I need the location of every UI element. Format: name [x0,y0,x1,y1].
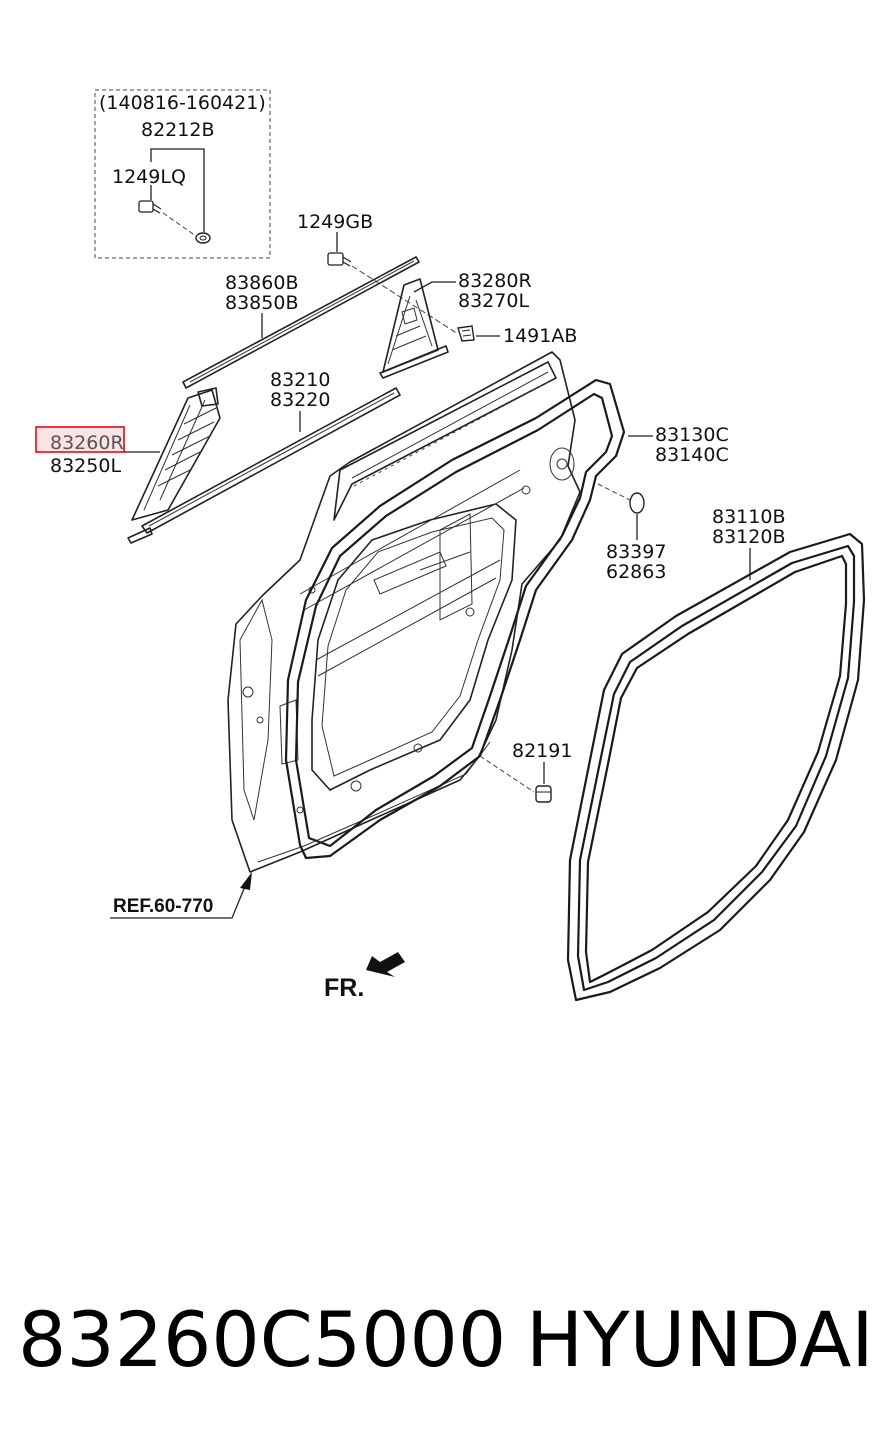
part-83280R-garnish [379,278,449,379]
clip-1491AB [457,325,475,342]
front-direction-indicator: FR. [324,952,405,1002]
bumper-82191 [535,785,552,803]
label-82191: 82191 [512,740,572,762]
parts-diagram: (140816-160421) 82212B 1249LQ 1249GB 838… [35,89,866,1002]
label-83110B: 83110B [712,506,785,528]
label-date-range: (140816-160421) [99,92,266,114]
clip-82212B [195,232,211,244]
screw-1249GB [327,252,352,267]
date-range-inset: (140816-160421) 82212B 1249LQ [94,89,271,259]
label-83210: 83210 [270,369,330,391]
caption-part-number: 83260C5000 [18,1295,507,1384]
part-83860B-moulding [182,256,420,389]
caption-brand: HYUNDAI [526,1295,874,1384]
caption: 83260C5000 HYUNDAI [0,1290,886,1400]
label-83130C: 83130C [655,424,729,446]
label-1249GB: 1249GB [297,211,373,233]
label-83260R: 83260R [50,432,124,454]
part-83210-moulding [127,387,401,544]
label-83220: 83220 [270,389,330,411]
label-83120B: 83120B [712,526,785,548]
label-fr: FR. [324,974,364,1002]
label-82212B: 82212B [141,119,214,141]
plug-83397 [629,492,645,514]
ref-callout: REF.60-770 [110,872,252,919]
label-ref: REF.60-770 [113,896,213,917]
label-62863: 62863 [606,561,666,583]
label-83250L: 83250L [50,455,121,477]
label-83850B: 83850B [225,292,298,314]
front-arrow-icon [366,952,405,977]
door-panel [227,351,581,873]
label-83140C: 83140C [655,444,729,466]
part-83260R-garnish [131,387,221,521]
screw-1249LQ [138,200,162,214]
label-1491AB: 1491AB [503,325,577,347]
label-83397: 83397 [606,541,666,563]
label-83270L: 83270L [458,290,529,312]
label-83860B: 83860B [225,272,298,294]
label-1249LQ: 1249LQ [112,166,186,188]
part-83110B-weatherstrip [566,532,866,1002]
highlight-box-83260R [35,426,125,453]
label-83280R: 83280R [458,270,532,292]
part-83130C-weatherstrip [284,378,626,860]
